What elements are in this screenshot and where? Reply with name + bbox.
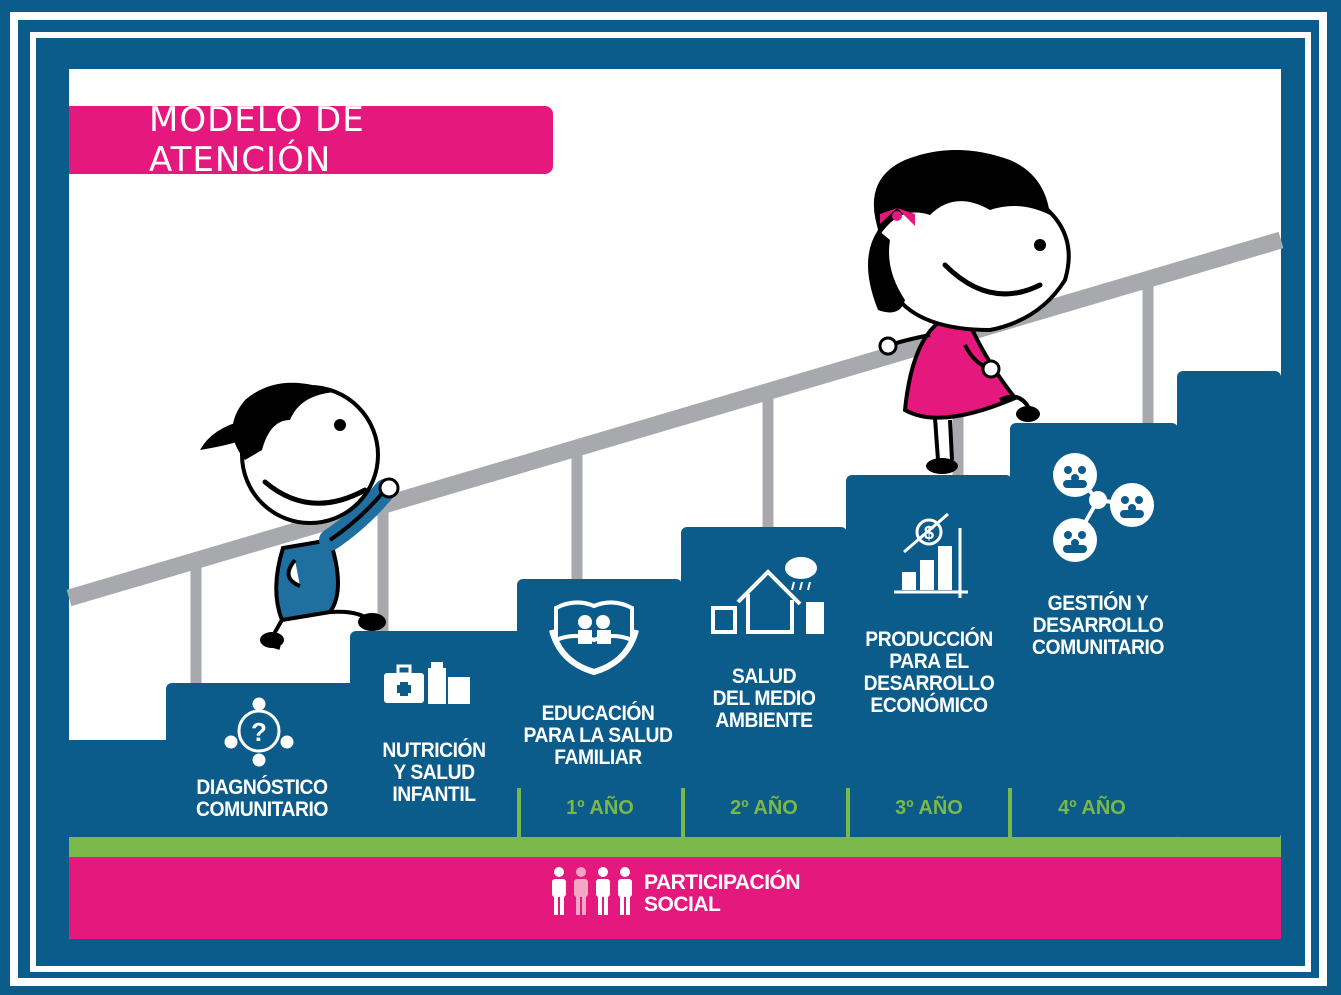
- step-text: NUTRICIÓN Y SALUD INFANTIL: [382, 739, 486, 806]
- year-dividers: [517, 788, 1012, 840]
- step-label-produccion: PRODUCCIÓN PARA EL DESARROLLO ECONÓMICO: [853, 629, 1006, 717]
- family-book-hands-icon: [549, 600, 639, 676]
- frame-border-inner: [30, 32, 1311, 972]
- medkit-food-icon: [384, 662, 470, 704]
- year-label-3: 3º AÑO: [895, 797, 963, 819]
- step-text: GESTIÓN Y DESARROLLO COMUNITARIO: [1032, 592, 1164, 659]
- green-strip: [69, 837, 1281, 857]
- svg-text:$: $: [924, 523, 934, 543]
- participacion-label: PARTICIPACIÓN SOCIAL: [644, 871, 801, 916]
- community-groups-icon: [1053, 453, 1154, 562]
- year-label-4: 4º AÑO: [1058, 797, 1126, 819]
- step-text: PRODUCCIÓN PARA EL DESARROLLO ECONÓMICO: [863, 628, 995, 717]
- step-label-diagnostico: DIAGNÓSTICO COMUNITARIO: [185, 777, 340, 821]
- step-label-nutricion: NUTRICIÓN Y SALUD INFANTIL: [357, 740, 512, 806]
- participacion-bar: [69, 857, 1281, 939]
- step-label-salud-medio: SALUD DEL MEDIO AMBIENTE: [688, 666, 841, 732]
- year-label-1: 1º AÑO: [566, 797, 634, 819]
- people-icon: [552, 867, 632, 915]
- year-label-2: 2º AÑO: [730, 797, 798, 819]
- stairs: [69, 371, 1281, 840]
- step-label-gestion: GESTIÓN Y DESARROLLO COMUNITARIO: [1021, 593, 1176, 659]
- svg-text:?: ?: [251, 717, 267, 747]
- money-chart-icon: $: [894, 512, 968, 598]
- frame-border-outer: [10, 12, 1327, 986]
- boy-character-illustration: [200, 382, 400, 650]
- page-title: MODELO DE ATENCIÓN: [149, 100, 365, 180]
- step-text: DIAGNÓSTICO COMUNITARIO: [196, 776, 328, 821]
- participacion-text: PARTICIPACIÓN SOCIAL: [644, 871, 801, 916]
- house-rain-icon: [711, 557, 824, 634]
- girl-character-illustration: [868, 150, 1071, 474]
- question-network-icon: ?: [224, 697, 294, 767]
- step-text: EDUCACIÓN PARA LA SALUD FAMILIAR: [523, 702, 673, 769]
- title-banner: MODELO DE ATENCIÓN: [69, 100, 553, 180]
- step-text: SALUD DEL MEDIO AMBIENTE: [712, 665, 816, 732]
- step-label-educacion: EDUCACIÓN PARA LA SALUD FAMILIAR: [519, 703, 677, 769]
